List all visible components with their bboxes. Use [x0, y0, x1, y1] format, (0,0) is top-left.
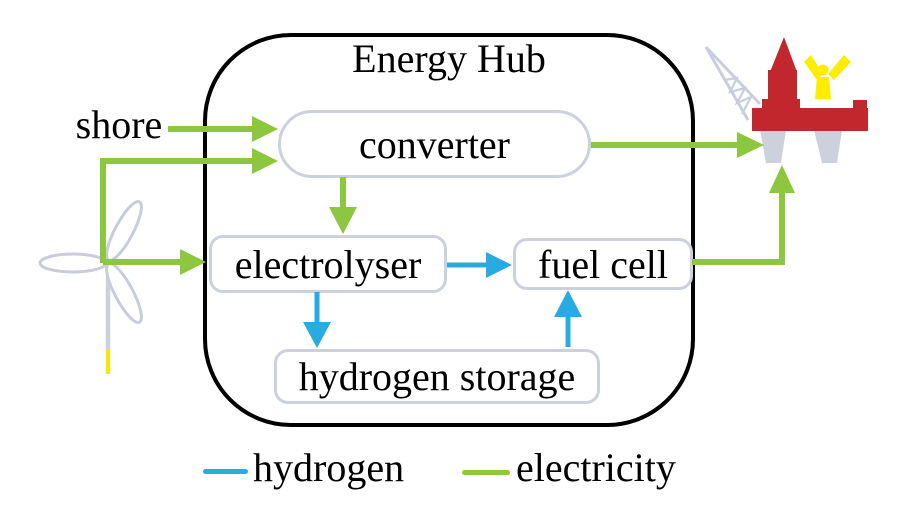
- legend-electricity-swatch: [462, 470, 510, 475]
- tower-body: [768, 70, 797, 101]
- platform-leg: [760, 130, 786, 163]
- platform-deck: [752, 100, 868, 131]
- arrow-fuelcell-to-platform: [692, 165, 795, 265]
- hydrogen-storage-node: hydrogen storage: [274, 349, 600, 404]
- hydrogen-storage-node-label: hydrogen storage: [298, 354, 576, 399]
- converter-node-label: converter: [358, 121, 510, 167]
- turbine-blade: [105, 262, 143, 324]
- wind-turbine-icon: [38, 200, 143, 374]
- platform-leg: [814, 130, 842, 163]
- flare-flame: [804, 55, 851, 99]
- tower-spire: [770, 37, 797, 72]
- derrick-crane: [704, 45, 762, 121]
- arrow-turbine-to-electrolyser: [103, 249, 206, 275]
- turbine-blade: [38, 252, 108, 274]
- offshore-platform-icon: [704, 37, 868, 163]
- legend-hydrogen-swatch: [203, 469, 248, 474]
- turbine-blade: [105, 200, 143, 262]
- converter-node: converter: [278, 110, 591, 178]
- electrolyser-node-label: electrolyser: [234, 241, 422, 287]
- legend-hydrogen-label: hydrogen: [253, 445, 405, 490]
- tower-base: [762, 99, 800, 109]
- fuel-cell-node: fuel cell: [513, 238, 693, 290]
- shore-label: shore: [75, 102, 163, 147]
- electrolyser-node: electrolyser: [209, 235, 447, 293]
- legend-electricity-label: electricity: [516, 445, 676, 490]
- fuel-cell-node-label: fuel cell: [538, 241, 668, 287]
- energy-hub-title: Energy Hub: [352, 36, 546, 81]
